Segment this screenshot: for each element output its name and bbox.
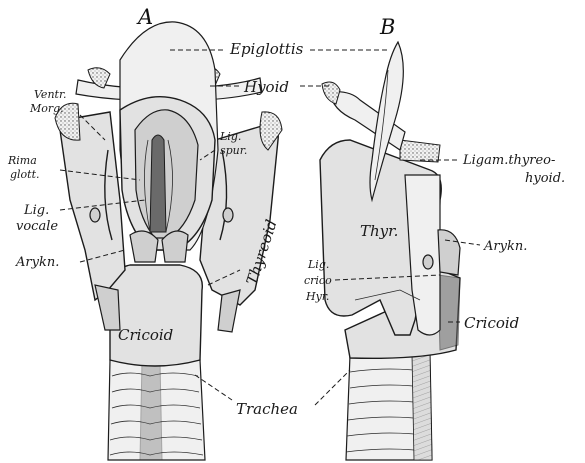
label-lig-spur-line2: spur. xyxy=(220,144,247,157)
label-ligam-thyreohyoid-line2: hyoid. xyxy=(525,171,565,186)
label-thyr: Thyr. xyxy=(360,222,398,240)
cricoid-a-shape xyxy=(110,265,202,366)
label-rima-glott-line2: glott. xyxy=(10,168,40,181)
trachea-b xyxy=(346,355,432,460)
label-epiglottis: Epiglottis xyxy=(229,40,304,58)
label-trachea: Trachea xyxy=(236,400,298,418)
label-ligam-thyreohyoid-line1: Ligam.thyreo- xyxy=(462,153,555,168)
trachea-a xyxy=(108,360,205,460)
label-arykn-a: Arykn. xyxy=(15,255,59,270)
label-lig-vocale-line2: vocale xyxy=(16,219,58,234)
label-cricoid-b: Cricoid xyxy=(464,314,519,332)
label-lig-crico-hyr-line3: Hyr. xyxy=(305,290,329,303)
panel-b-drawing xyxy=(320,42,460,460)
label-lig-crico-hyr-line2: crico xyxy=(304,274,332,287)
label-lig-spur-line1: Lig. xyxy=(219,130,241,143)
label-lig-vocale-line1: Lig. xyxy=(23,203,49,218)
panel-label-b: B xyxy=(379,15,395,39)
label-lig-crico-hyr-line1: Lig. xyxy=(307,258,329,271)
panel-label-a: A xyxy=(136,5,153,29)
label-cricoid-a: Cricoid xyxy=(118,326,173,344)
label-hyoid: Hyoid xyxy=(243,78,289,96)
label-arykn-b: Arykn. xyxy=(483,239,527,254)
label-rima-glott-line1: Rima xyxy=(7,154,37,167)
label-ventr-morg-line1: Ventr. xyxy=(34,88,67,101)
label-ventr-morg-line2: Morg. xyxy=(29,102,64,115)
